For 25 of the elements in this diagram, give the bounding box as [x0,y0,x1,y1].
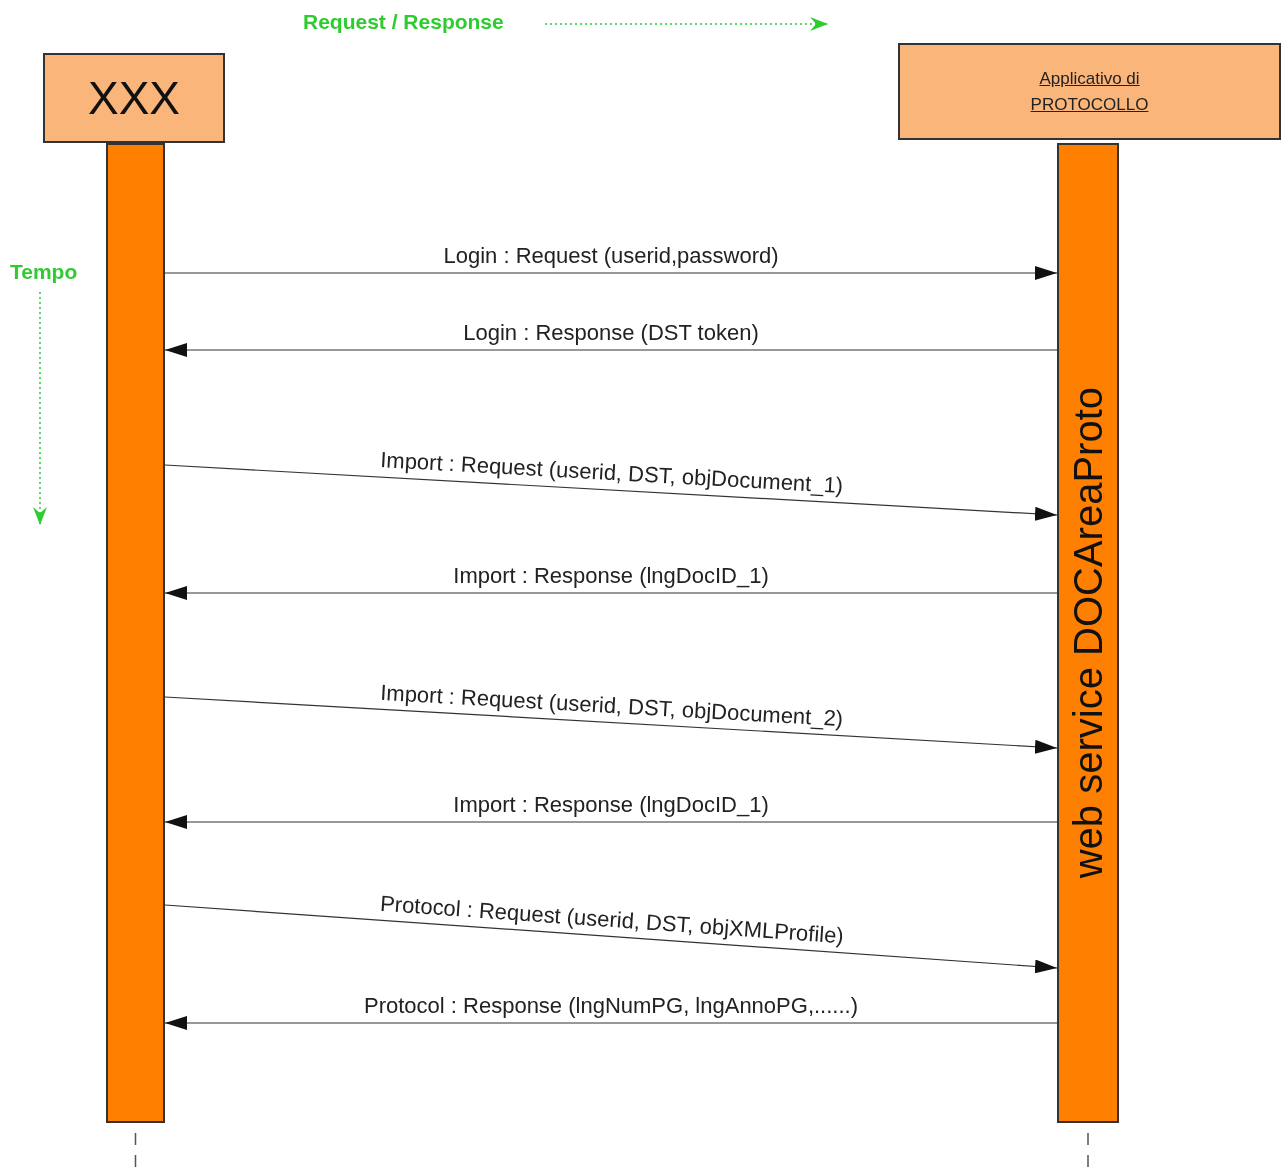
lifeline-header-box [898,43,1281,140]
edge-label: Import : Response (lngDocID_1) [453,563,769,589]
edge-label: Login : Request (userid,password) [443,243,779,269]
axis-label: Tempo [10,260,78,284]
edge-label: Import : Response (lngDocID_1) [453,792,769,818]
lifeline-bar [106,143,165,1123]
edge-label: Login : Response (DST token) [463,320,759,346]
lifeline-header-box [43,53,225,143]
message-arrow [164,343,1058,357]
message-arrow [164,904,1058,974]
legend-text: Request / Response [303,10,504,34]
message-arrow [164,1016,1058,1030]
edge-label: Protocol : Response (lngNumPG, lngAnnoPG,......) [364,993,858,1019]
lifeline-bar [1057,143,1119,1123]
message-arrow [164,815,1058,829]
message-arrow [164,586,1058,600]
participant-name: Applicativo di PROTOCOLLO [1029,67,1150,116]
edge-label: Import : Request (userid, DST, objDocument_1) [379,447,844,499]
message-arrow [164,464,1058,521]
edge-label: Protocol : Request (userid, DST, objXMLProfile) [379,890,845,949]
edge-label: Import : Request (userid, DST, objDocument_2) [379,679,844,732]
message-arrow [164,266,1058,280]
participant-name: web service DOCAreaProto [1065,387,1111,879]
message-arrow [164,696,1058,754]
participant-name: XXX [87,71,180,125]
